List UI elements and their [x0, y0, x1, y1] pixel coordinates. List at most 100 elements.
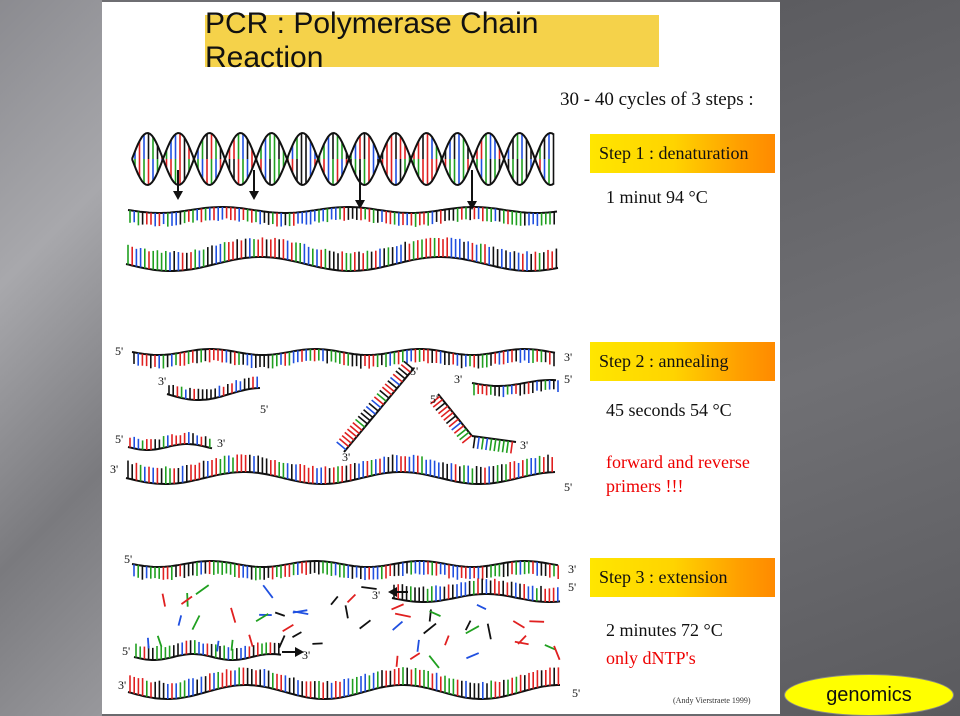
pcr-slide: PCR : Polymerase Chain Reaction 30 - 40 … — [102, 2, 780, 714]
free-nucleotide — [466, 652, 480, 660]
image-credit: (Andy Vierstraete 1999) — [673, 696, 751, 705]
free-nucleotide — [444, 635, 450, 646]
separated-strand-top — [127, 206, 558, 227]
free-nucleotide — [428, 655, 440, 669]
free-nucleotide — [486, 623, 492, 640]
free-nucleotide — [177, 615, 183, 626]
label-5prime: 5' — [124, 552, 133, 566]
template-strand-top — [131, 348, 556, 369]
free-nucleotide — [529, 620, 545, 623]
free-primer-reverse — [471, 435, 517, 454]
slide-title: PCR : Polymerase Chain Reaction — [205, 7, 659, 74]
free-primer-reverse — [430, 393, 473, 444]
arrow-down-icon — [355, 200, 365, 209]
free-nucleotide — [195, 584, 210, 595]
free-nucleotide — [216, 640, 220, 652]
label-5prime: 5' — [568, 580, 577, 594]
right-background-strip — [780, 0, 960, 716]
helix-strand-b — [131, 131, 555, 187]
free-nucleotide — [191, 615, 201, 631]
pcr-diagram — [125, 131, 561, 700]
label-3prime: 3' — [372, 588, 381, 602]
free-primer-forward — [336, 360, 415, 453]
left-background-strip — [0, 0, 102, 716]
label-5prime: 5' — [122, 644, 131, 658]
free-nucleotide — [248, 634, 254, 647]
label-3prime: 3' — [118, 678, 127, 692]
genomics-badge: genomics — [784, 674, 954, 716]
primer-strand-left — [166, 376, 261, 401]
free-nucleotide — [514, 640, 529, 646]
free-nucleotide — [512, 620, 525, 629]
label-3prime: 3' — [342, 450, 351, 464]
separated-strand-bottom — [125, 237, 559, 272]
free-nucleotide — [394, 612, 411, 618]
step1-label: Step 1 : denaturation — [590, 134, 775, 173]
free-nucleotide — [255, 613, 269, 623]
free-nucleotide — [429, 610, 441, 617]
label-3prime: 3' — [454, 372, 463, 386]
step2-note-line1: forward and reverse — [606, 452, 750, 472]
free-nucleotide — [278, 635, 286, 649]
arrow-left-icon — [388, 587, 397, 597]
label-3prime: 3' — [564, 350, 573, 364]
label-5prime: 5' — [430, 392, 439, 406]
free-nucleotide — [262, 584, 274, 599]
free-nucleotide — [464, 620, 472, 631]
free-nucleotide — [230, 639, 234, 651]
free-nucleotide — [180, 595, 193, 605]
label-3prime: 3' — [217, 436, 226, 450]
helix-strand-a — [131, 131, 555, 187]
extension-new-strand-bottom — [133, 640, 282, 661]
label-3prime: 3' — [302, 648, 311, 662]
cycles-text: 30 - 40 cycles of 3 steps : — [560, 89, 754, 110]
step3-note: only dNTP's — [606, 648, 696, 668]
free-nucleotide — [423, 622, 437, 635]
free-nucleotide — [544, 644, 556, 651]
short-strand-left — [127, 432, 213, 451]
free-nucleotide — [161, 593, 166, 607]
step2-note-line2: primers !!! — [606, 476, 684, 496]
free-nucleotide — [416, 639, 420, 652]
free-nucleotide — [553, 645, 561, 661]
label-5prime: 5' — [572, 686, 581, 700]
label-5prime: 5' — [115, 344, 124, 358]
free-nucleotide — [282, 624, 294, 632]
free-nucleotide — [409, 652, 421, 661]
free-nucleotide — [391, 603, 404, 611]
extension-template-bottom — [127, 667, 560, 700]
free-nucleotide — [392, 620, 404, 631]
step2-label: Step 2 : annealing — [590, 342, 775, 381]
step1-condition: 1 minut 94 °C — [606, 187, 708, 207]
free-nucleotide — [330, 595, 339, 606]
free-nucleotide — [361, 586, 377, 590]
extension-template-top — [131, 560, 560, 581]
template-strand-bottom — [125, 454, 556, 485]
free-nucleotide — [292, 631, 302, 638]
label-3prime: 3' — [520, 438, 529, 452]
free-nucleotide — [344, 605, 349, 619]
label-5prime: 5' — [564, 372, 573, 386]
arrow-right-icon — [295, 647, 304, 657]
step3-label: Step 3 : extension — [590, 558, 775, 597]
label-3prime: 3' — [568, 562, 577, 576]
free-nucleotide — [230, 607, 237, 623]
arrow-down-icon — [467, 201, 477, 210]
step3-condition: 2 minutes 72 °C — [606, 620, 723, 640]
label-5prime: 5' — [564, 480, 573, 494]
arrow-down-icon — [173, 191, 183, 200]
arrow-down-icon — [249, 191, 259, 200]
free-nucleotide — [292, 609, 308, 614]
label-3prime: 3' — [110, 462, 119, 476]
label-5prime: 5' — [260, 402, 269, 416]
free-nucleotide — [346, 593, 357, 604]
free-nucleotide — [156, 635, 163, 648]
primer-strand-right — [471, 379, 559, 398]
free-nucleotide — [395, 655, 399, 667]
free-nucleotide — [476, 603, 487, 610]
free-nucleotide — [146, 637, 150, 649]
extension-new-strand-top — [391, 578, 561, 603]
label-5prime: 5' — [115, 432, 124, 446]
step2-condition: 45 seconds 54 °C — [606, 400, 732, 420]
label-5prime: 5' — [410, 364, 419, 378]
